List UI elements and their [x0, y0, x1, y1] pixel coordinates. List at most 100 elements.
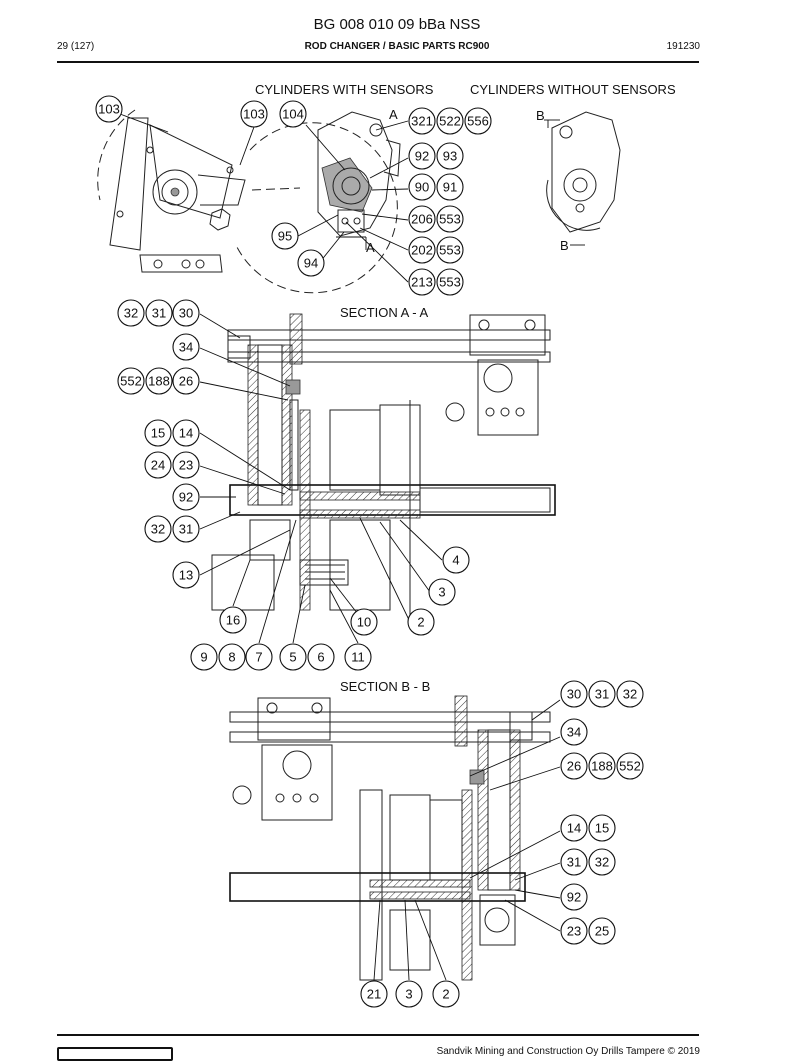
svg-text:552: 552 — [619, 759, 641, 774]
callout-bubble: 104 — [279, 100, 307, 128]
callout-bubble: 552 — [616, 752, 644, 780]
callout-bubble: 91 — [436, 173, 464, 201]
callout-bubble: 206 — [408, 205, 436, 233]
callout-bubble: 9 — [190, 643, 218, 671]
callout-bubble: 30 — [560, 680, 588, 708]
svg-text:553: 553 — [439, 275, 461, 290]
svg-text:5: 5 — [289, 650, 296, 665]
callout-bubble: 2 — [407, 608, 435, 636]
svg-text:15: 15 — [595, 821, 609, 836]
svg-text:2: 2 — [417, 615, 424, 630]
svg-text:23: 23 — [567, 924, 581, 939]
callout-bubble: 32 — [588, 848, 616, 876]
callout-bubble: 31 — [172, 515, 200, 543]
callout-bubble: 553 — [436, 236, 464, 264]
callout-bubble: 31 — [145, 299, 173, 327]
callout-bubble: 321 — [408, 107, 436, 135]
callout-bubble: 31 — [588, 680, 616, 708]
section-marker-b-bottom: B — [560, 238, 569, 253]
svg-text:31: 31 — [567, 855, 581, 870]
svg-text:32: 32 — [124, 306, 138, 321]
svg-text:9: 9 — [200, 650, 207, 665]
callout-bubble: 26 — [172, 367, 200, 395]
svg-text:26: 26 — [179, 374, 193, 389]
section-marker-b-top: B — [536, 108, 545, 123]
brand-logo — [57, 1047, 173, 1061]
callout-bubble: 3 — [428, 578, 456, 606]
section-marker-a-bottom: A — [366, 240, 375, 255]
svg-text:16: 16 — [226, 613, 240, 628]
callout-bubble: 15 — [588, 814, 616, 842]
svg-text:6: 6 — [317, 650, 324, 665]
callout-bubble: 103 — [240, 100, 268, 128]
footer-rule — [57, 1034, 699, 1036]
svg-text:13: 13 — [179, 568, 193, 583]
svg-text:103: 103 — [98, 102, 120, 117]
callout-bubble: 6 — [307, 643, 335, 671]
callout-bubble: 15 — [144, 419, 172, 447]
svg-text:34: 34 — [567, 725, 581, 740]
callout-bubble: 92 — [172, 483, 200, 511]
callout-bubble: 32 — [616, 680, 644, 708]
section-title: ROD CHANGER / BASIC PARTS RC900 — [304, 41, 490, 52]
svg-text:188: 188 — [148, 374, 170, 389]
callout-bubble: 522 — [436, 107, 464, 135]
svg-text:10: 10 — [357, 615, 371, 630]
callout-bubble: 24 — [144, 451, 172, 479]
svg-text:556: 556 — [467, 114, 489, 129]
svg-text:26: 26 — [567, 759, 581, 774]
svg-text:92: 92 — [567, 890, 581, 905]
callout-bubble: 7 — [245, 643, 273, 671]
svg-text:3: 3 — [438, 585, 445, 600]
callout-bubble: 14 — [172, 419, 200, 447]
label-cylinders-without-sensors: CYLINDERS WITHOUT SENSORS — [470, 82, 676, 97]
svg-text:15: 15 — [151, 426, 165, 441]
page-number: 29 (127) — [57, 41, 95, 52]
callout-bubble: 32 — [144, 515, 172, 543]
svg-text:4: 4 — [452, 553, 459, 568]
document-title: BG 008 010 09 bBa NSS — [313, 16, 481, 33]
callout-bubble: 16 — [219, 606, 247, 634]
callout-bubble: 202 — [408, 236, 436, 264]
callout-bubble: 94 — [297, 249, 325, 277]
callout-bubble: 92 — [560, 883, 588, 911]
callout-bubble: 92 — [408, 142, 436, 170]
callout-bubble: 5 — [279, 643, 307, 671]
callout-bubble: 93 — [436, 142, 464, 170]
svg-text:14: 14 — [179, 426, 193, 441]
callout-bubble: 32 — [117, 299, 145, 327]
callout-bubble: 13 — [172, 561, 200, 589]
svg-text:202: 202 — [411, 243, 433, 258]
callout-bubble: 188 — [145, 367, 173, 395]
svg-text:553: 553 — [439, 243, 461, 258]
svg-text:90: 90 — [415, 180, 429, 195]
svg-text:25: 25 — [595, 924, 609, 939]
callout-bubble: 31 — [560, 848, 588, 876]
callout-bubble: 34 — [172, 333, 200, 361]
callout-bubble: 4 — [442, 546, 470, 574]
callout-bubble: 8 — [218, 643, 246, 671]
svg-text:104: 104 — [282, 107, 304, 122]
svg-text:3: 3 — [405, 987, 412, 1002]
svg-text:24: 24 — [151, 458, 165, 473]
svg-text:30: 30 — [179, 306, 193, 321]
svg-text:32: 32 — [623, 687, 637, 702]
svg-text:31: 31 — [152, 306, 166, 321]
svg-text:91: 91 — [443, 180, 457, 195]
svg-text:552: 552 — [120, 374, 142, 389]
svg-text:11: 11 — [351, 650, 365, 665]
header-rule — [57, 61, 699, 63]
callout-bubble: 10 — [350, 608, 378, 636]
section-aa-view — [211, 313, 556, 620]
label-cylinders-with-sensors: CYLINDERS WITH SENSORS — [255, 82, 434, 97]
svg-text:103: 103 — [243, 107, 265, 122]
label-section-bb: SECTION B - B — [340, 679, 430, 694]
svg-text:321: 321 — [411, 114, 433, 129]
cylinders-without-sensors-view — [544, 111, 621, 246]
callout-bubble: 552 — [117, 367, 145, 395]
callout-bubble: 23 — [172, 451, 200, 479]
callout-bubble: 14 — [560, 814, 588, 842]
svg-text:206: 206 — [411, 212, 433, 227]
callouts-section-bb: 30 31 32 34 26 188 552 14 15 31 32 92 23… — [360, 680, 644, 1008]
